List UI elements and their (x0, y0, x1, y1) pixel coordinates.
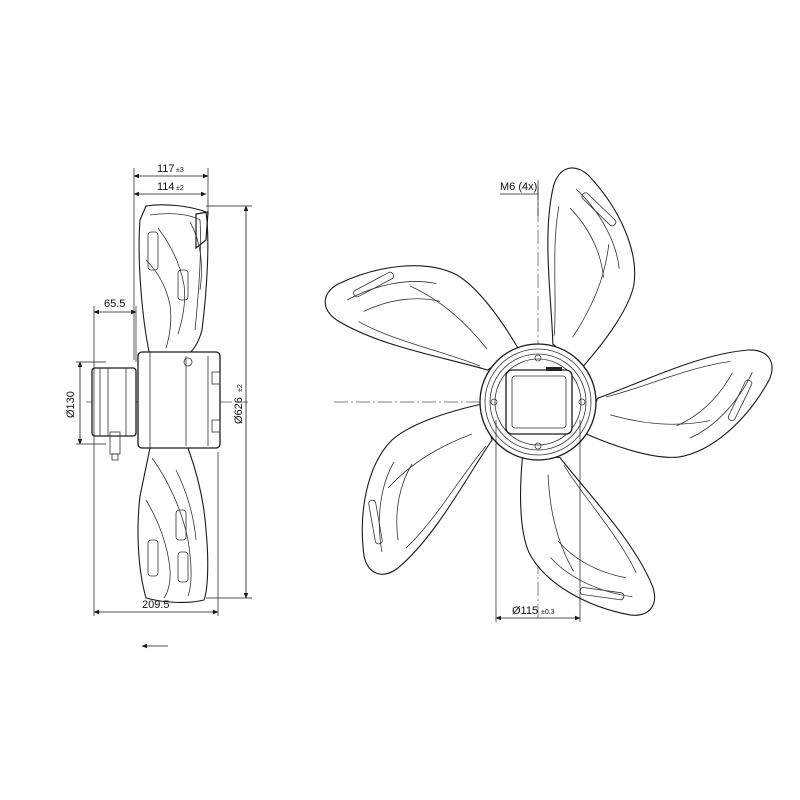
dim-65-5-value: 65.5 (104, 298, 125, 310)
side-upper-blade-tip (195, 211, 209, 250)
side-housing-lug (211, 371, 221, 385)
front-blade-rib (378, 461, 395, 553)
side-view: 117 ±3 114 ±2 65.5 Ø130 Ø626 ±2 209.5 (65, 163, 252, 649)
front-blade-rib (553, 206, 560, 336)
front-blade-rib (550, 557, 633, 598)
front-blade (324, 265, 520, 371)
front-blade (520, 455, 656, 616)
front-blade-rib (557, 540, 627, 579)
front-hub-ring (489, 353, 587, 451)
front-nameplate-mark (546, 367, 562, 371)
front-blade-rib (346, 281, 437, 301)
dim-114-value: 114 (157, 181, 175, 193)
side-housing-lug (211, 419, 221, 433)
front-blade-rib (387, 433, 473, 489)
dim-114-tolerance: ±2 (176, 185, 184, 192)
front-blade (361, 403, 493, 575)
front-blade-slot (581, 192, 617, 227)
side-upper-blade-rib (149, 213, 202, 331)
side-motor-housing (137, 351, 221, 449)
front-blade-rib (363, 298, 441, 312)
side-lower-blade-rib (145, 499, 171, 599)
side-upper-slot (177, 269, 189, 301)
side-upper-blade (138, 204, 209, 357)
front-blade (583, 349, 773, 458)
front-motor-plate-inner (511, 375, 567, 429)
front-blade-slot (368, 499, 383, 545)
dim-115-value: Ø115 (512, 605, 538, 617)
front-motor-plate (505, 369, 573, 435)
front-blade-slot (727, 379, 753, 422)
front-mounting-hole (534, 354, 542, 362)
front-blade-rib (605, 361, 731, 398)
side-rotor (91, 367, 137, 437)
side-upper-blade-rib (157, 227, 186, 335)
front-blade-rib (572, 244, 610, 338)
front-mounting-hole (578, 398, 586, 406)
front-blade-rib (405, 445, 487, 549)
dim-626-value: Ø626 (233, 397, 245, 424)
front-blade (547, 167, 636, 369)
front-blade-slot (353, 271, 394, 298)
front-blade-rib (569, 207, 604, 278)
side-lower-blade (137, 447, 209, 603)
front-blade-outline (324, 265, 520, 371)
front-blade-rib (689, 372, 753, 439)
front-hub-ring (484, 348, 592, 456)
front-mounting-hole (490, 398, 498, 406)
front-hub-inner-ring (494, 358, 582, 446)
front-blade-rib (563, 464, 637, 573)
front-view: M6 (4x) Ø115 ±0.3 (324, 167, 773, 622)
side-lower-slot (175, 509, 187, 541)
front-blade-rib (358, 321, 481, 367)
side-upper-blade-rib (189, 221, 202, 291)
side-lower-slot (147, 539, 159, 577)
side-lower-slot (177, 551, 189, 583)
front-blade-group (324, 167, 773, 616)
dim-209-5-value: 209.5 (142, 599, 170, 611)
side-upper-slot (147, 231, 159, 271)
side-lower-blade-rib (175, 469, 197, 541)
front-blade-rib (676, 372, 733, 427)
side-cable-gland-tip (111, 453, 119, 461)
front-blade-rib (610, 414, 710, 425)
front-blade-outline (583, 349, 773, 458)
dim-115-tolerance: ±0.3 (541, 609, 555, 616)
front-blade-rib (575, 188, 620, 269)
front-blade-rib (409, 285, 488, 350)
front-blade-rib (547, 474, 574, 572)
front-blade-outline (520, 455, 656, 616)
side-housing-screw (183, 357, 193, 367)
m6-mounting-label: M6 (4x) (500, 181, 537, 193)
dim-117-tolerance: ±3 (176, 167, 184, 174)
front-mounting-hole (534, 442, 542, 450)
dim-117-value: 117 (157, 163, 175, 175)
dim-130-value: Ø130 (65, 391, 77, 418)
side-lower-blade-rib (151, 457, 192, 597)
front-blade-rib (396, 463, 413, 541)
dim-626-tolerance: ±2 (237, 384, 244, 392)
front-blade-outline (361, 403, 493, 575)
